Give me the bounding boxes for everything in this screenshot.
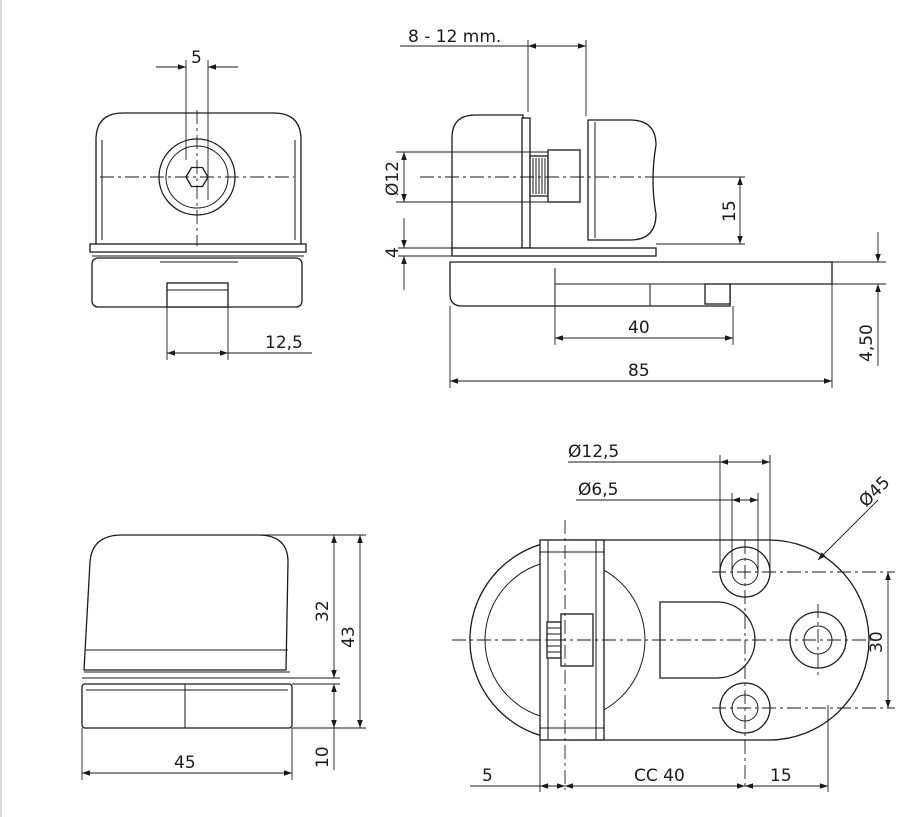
- dim-total-length: 85: [628, 361, 650, 381]
- dim-left-offset: 5: [482, 766, 493, 786]
- dim-bolt-diameter: Ø12: [383, 161, 403, 196]
- front-view-flange: [89, 243, 307, 253]
- side-view-pad: [521, 117, 531, 249]
- dim-radius: Ø45: [855, 473, 894, 512]
- dim-center-distance: CC 40: [634, 766, 685, 786]
- dim-total-height: 43: [339, 626, 359, 648]
- dim-front-width: 45: [174, 753, 196, 773]
- side-view-right-clamp: [587, 119, 657, 241]
- end-view-base: [81, 683, 293, 729]
- dim-slot-width: 12,5: [265, 333, 303, 353]
- side-view-left-clamp: [451, 114, 524, 251]
- front-view-slot: [166, 282, 229, 308]
- dim-hex-width: 5: [191, 48, 202, 68]
- dim-bolt-height: 15: [720, 200, 740, 222]
- plan-view: Ø12,5 Ø6,5 Ø45 30 5 CC 40 15: [452, 442, 895, 792]
- dim-base-thickness: 4: [383, 247, 403, 258]
- dim-hole-spacing: 30: [867, 631, 887, 653]
- dim-washer-diameter: Ø12,5: [568, 442, 619, 462]
- sheet-left-border: [0, 0, 2, 817]
- dim-glass-range: 8 - 12 mm.: [408, 27, 501, 47]
- side-view-lip: [704, 283, 731, 305]
- side-view-base-plate: [451, 247, 657, 257]
- dim-plate-thickness: 4,50: [857, 324, 877, 362]
- dim-front-height: 32: [313, 600, 333, 622]
- dim-base-length: 40: [628, 318, 650, 338]
- end-view: 32 43 10 45: [81, 534, 366, 780]
- side-view-nut: [547, 149, 581, 203]
- dim-base-height: 10: [313, 746, 333, 768]
- side-view: 8 - 12 mm. Ø12 15 4 40: [383, 27, 886, 388]
- front-view: 5 12,5: [89, 48, 312, 360]
- dim-hole-diameter: Ø6,5: [578, 480, 618, 500]
- dim-right-offset: 15: [770, 766, 792, 786]
